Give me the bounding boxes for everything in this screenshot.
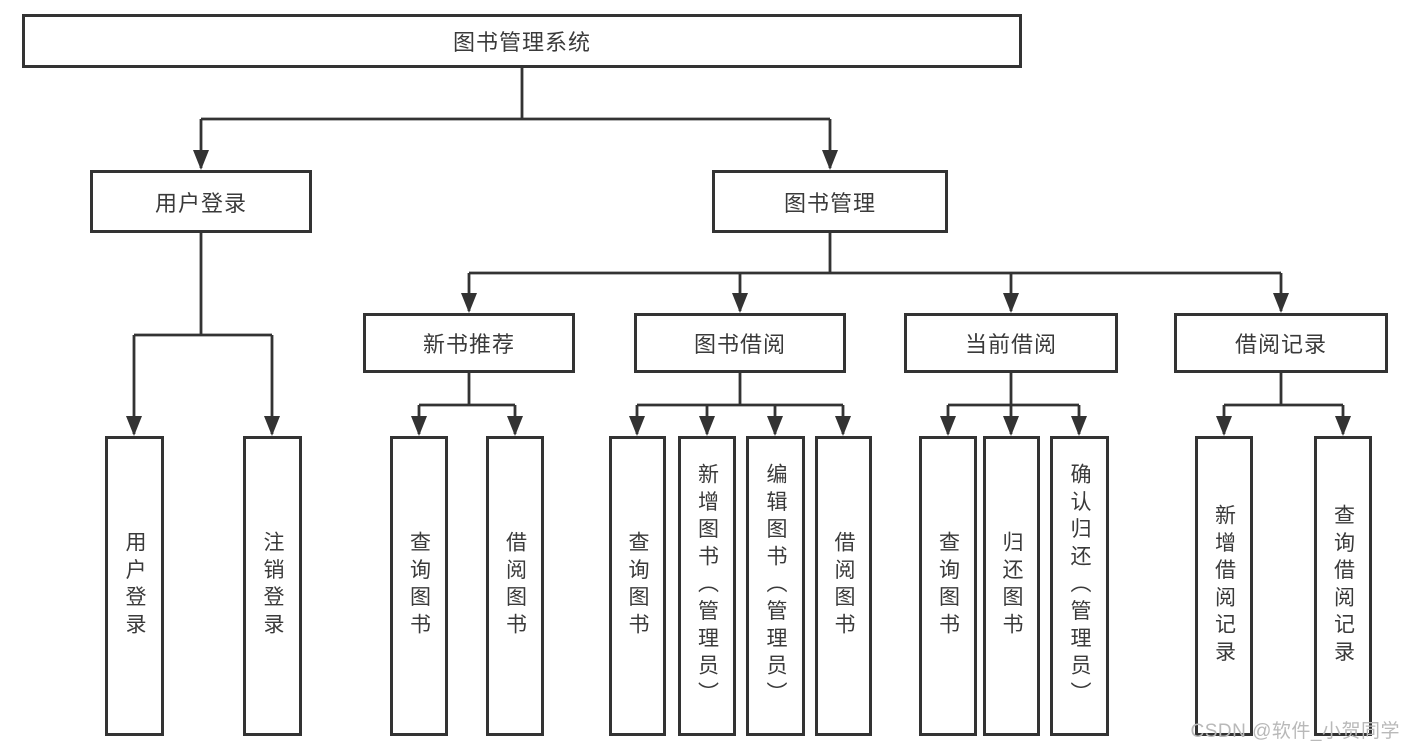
node-user-login: 用户登录 (90, 170, 312, 233)
node-label: 当前借阅 (964, 332, 1057, 357)
leaf-label: 借阅图书 (503, 531, 527, 641)
leaf-borrowing-add-books-admin: 新增图书（管理员） (678, 436, 736, 736)
leaf-user-login: 用户登录 (105, 436, 164, 736)
connector-trunks (134, 68, 1343, 407)
leaf-label: 借阅图书 (832, 531, 856, 641)
connector-arrows (126, 119, 1351, 436)
leaf-label: 新增借阅记录 (1212, 504, 1236, 668)
leaf-current-confirm-return-admin: 确认归还（管理员） (1050, 436, 1109, 736)
leaf-label: 确认归还（管理员） (1068, 463, 1092, 709)
leaf-current-query-books: 查询图书 (919, 436, 977, 736)
node-label: 新书推荐 (422, 332, 515, 357)
leaf-borrowing-query-books: 查询图书 (609, 436, 666, 736)
leaf-label: 查询图书 (626, 531, 650, 641)
leaf-records-add-record: 新增借阅记录 (1195, 436, 1253, 736)
node-root-system: 图书管理系统 (22, 14, 1022, 68)
node-current-borrowing: 当前借阅 (904, 313, 1118, 373)
node-book-borrowing: 图书借阅 (634, 313, 846, 373)
node-label: 图书管理系统 (452, 30, 591, 55)
node-label: 用户登录 (154, 190, 247, 216)
leaf-records-query-record: 查询借阅记录 (1314, 436, 1372, 736)
leaf-label: 新增图书（管理员） (695, 463, 719, 709)
leaf-logout: 注销登录 (243, 436, 302, 736)
node-book-management: 图书管理 (712, 170, 948, 233)
leaf-borrowing-borrow-books: 借阅图书 (815, 436, 872, 736)
node-label: 图书借阅 (693, 332, 786, 357)
leaf-current-return-books: 归还图书 (983, 436, 1040, 736)
node-label: 借阅记录 (1234, 332, 1327, 357)
node-label: 图书管理 (783, 190, 876, 216)
leaf-label: 归还图书 (1000, 531, 1024, 641)
leaf-label: 查询借阅记录 (1331, 504, 1355, 668)
leaf-borrowing-edit-books-admin: 编辑图书（管理员） (746, 436, 805, 736)
node-new-book-recommend: 新书推荐 (363, 313, 575, 373)
leaf-newbooks-query-books: 查询图书 (390, 436, 448, 736)
leaf-label: 用户登录 (123, 531, 147, 641)
leaf-label: 注销登录 (261, 531, 285, 641)
leaf-newbooks-borrow-books: 借阅图书 (486, 436, 544, 736)
leaf-label: 查询图书 (936, 531, 960, 641)
leaf-label: 查询图书 (407, 531, 431, 641)
leaf-label: 编辑图书（管理员） (764, 463, 788, 709)
node-borrowing-records: 借阅记录 (1174, 313, 1388, 373)
